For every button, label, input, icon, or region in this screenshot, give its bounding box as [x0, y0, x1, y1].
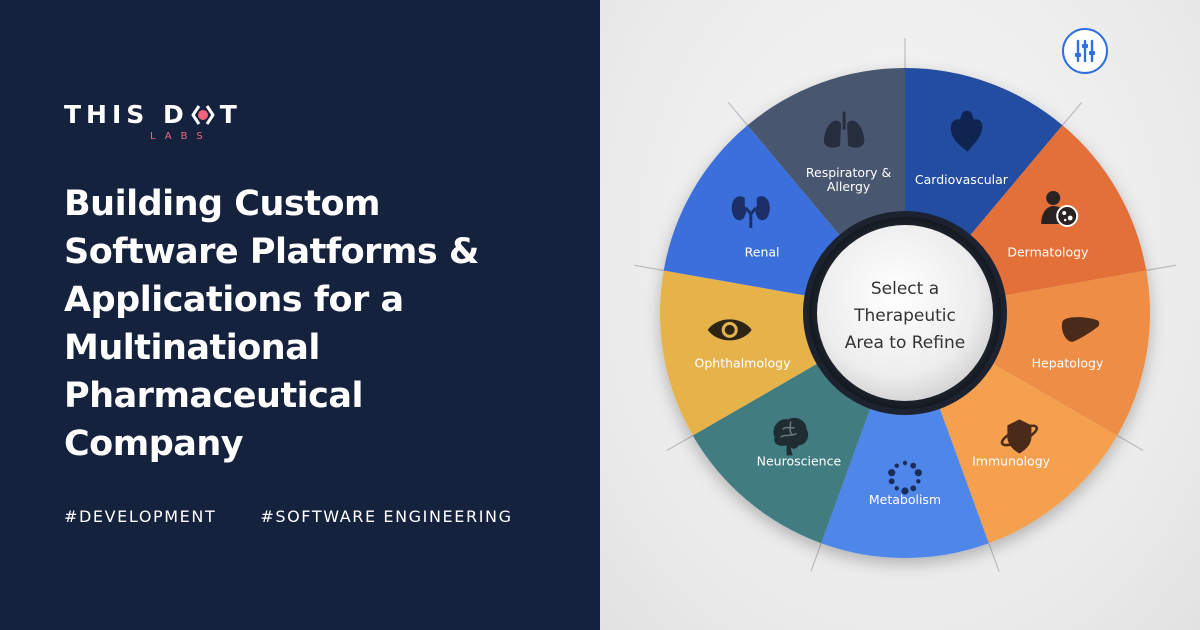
tag-software-engineering[interactable]: #SOFTWARE ENGINEERING — [260, 507, 513, 526]
segment-divider — [986, 539, 1000, 572]
wheel-icons — [707, 110, 1100, 495]
hub-text-line: Therapeutic — [853, 306, 956, 326]
segment-label: Neuroscience — [757, 453, 842, 468]
hub-face[interactable] — [817, 225, 993, 401]
brand-logo: THIS D T LABS — [64, 100, 242, 142]
shield-icon — [1000, 419, 1039, 454]
metabolism-icon — [888, 460, 922, 495]
segment-label: Hepatology — [1032, 356, 1104, 371]
headline-line: Building Custom — [64, 184, 380, 224]
headline-line: Pharmaceutical — [64, 376, 364, 416]
headline: Building Custom Software Platforms & App… — [64, 180, 544, 468]
segment-label: Metabolism — [869, 492, 941, 507]
wheel-segment[interactable] — [821, 313, 989, 558]
headline-line: Software Platforms & — [64, 232, 479, 272]
wheel-guide-lines — [634, 38, 1176, 572]
segment-divider — [1059, 101, 1083, 129]
headline-line: Multinational — [64, 328, 320, 368]
segment-label: Dermatology — [1007, 245, 1089, 260]
skin-icon — [1041, 191, 1079, 227]
hub-text-line: Select a — [871, 279, 939, 299]
kidney-icon — [731, 196, 770, 228]
segment-divider — [1142, 264, 1176, 272]
wheel-labels: CardiovascularDermatologyHepatologyImmun… — [695, 165, 1104, 507]
segment-divider — [1113, 432, 1144, 452]
center-hub[interactable]: Select a Therapeutic Area to Refine — [803, 211, 1007, 415]
left-panel: THIS D T LABS Building Custom Software P… — [0, 0, 600, 630]
segment-label: Allergy — [827, 179, 871, 194]
segment-label: Immunology — [972, 453, 1051, 468]
sliders-icon — [1075, 39, 1095, 63]
filter-button[interactable] — [1062, 28, 1108, 74]
brand-name-right: T — [219, 100, 242, 129]
headline-line: Company — [64, 424, 244, 464]
brand-sub: LABS — [150, 131, 212, 142]
lungs-icon — [823, 111, 865, 148]
hub-text-line: Area to Refine — [845, 333, 965, 353]
segment-label: Renal — [745, 245, 780, 260]
segment-label: Cardiovascular — [915, 172, 1009, 187]
therapeutic-wheel: CardiovascularDermatologyHepatologyImmun… — [634, 38, 1176, 572]
segment-divider — [634, 264, 668, 272]
segment-divider — [810, 539, 824, 572]
brain-icon — [773, 417, 809, 456]
liver-icon — [1061, 317, 1100, 342]
brand-name-left: THIS D — [64, 100, 189, 129]
tag-development[interactable]: #DEVELOPMENT — [64, 507, 217, 526]
heart-icon — [950, 110, 983, 152]
segment-divider — [727, 101, 751, 129]
brand-dot-icon — [191, 103, 215, 127]
tag-list: #DEVELOPMENT #SOFTWARE ENGINEERING — [64, 507, 513, 526]
eye-icon — [707, 319, 752, 341]
brand-wordmark: THIS D T — [64, 100, 242, 129]
segment-label: Ophthalmology — [695, 356, 792, 371]
headline-line: Applications for a — [64, 280, 404, 320]
segment-label: Respiratory & — [806, 165, 892, 180]
segment-divider — [666, 432, 697, 452]
